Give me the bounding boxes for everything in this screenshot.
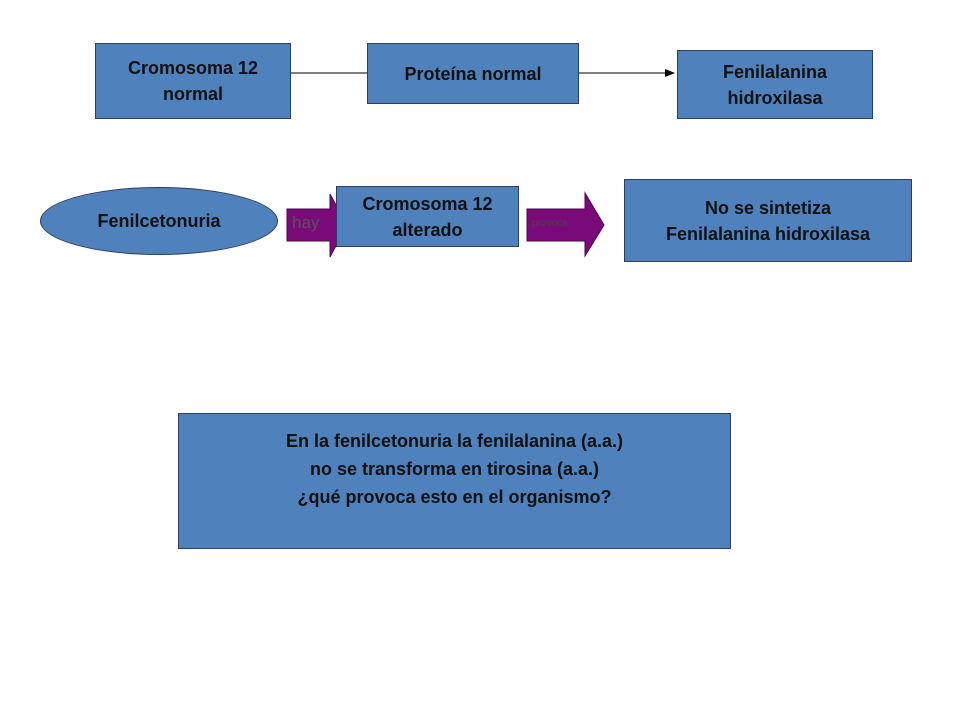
question-line2: no se transforma en tirosina (a.a.) [309, 459, 600, 479]
box-proteina-normal: Proteína normal [367, 43, 579, 104]
box-no-se-sintetiza: No se sintetiza Fenilalanina hidroxilasa [624, 179, 912, 262]
box-no-se-sintetiza-line2: Fenilalanina hidroxilasa [665, 223, 871, 244]
box-fenilalanina-line2: hidroxilasa [727, 87, 823, 108]
question-line3: ¿qué provoca esto en el organismo? [297, 487, 612, 507]
box-proteina-normal-label: Proteína normal [404, 63, 542, 84]
question-box: En la fenilcetonuria la fenilalanina (a.… [178, 413, 731, 549]
box-cromosoma-alterado-line1: Cromosoma 12 [362, 193, 493, 214]
box-cromosoma-normal-line2: normal [162, 84, 223, 104]
hay-arrow-label: hay [292, 213, 320, 232]
box-cromosoma-normal: Cromosoma 12 normal [95, 43, 291, 119]
question-line1: En la fenilcetonuria la fenilalanina (a.… [285, 431, 624, 451]
box-cromosoma-alterado-line2: alterado [392, 219, 463, 240]
provoca-block-arrow [526, 191, 605, 258]
box-fenilalanina-hidroxilasa: Fenilalanina hidroxilasa [677, 50, 873, 119]
box-cromosoma-alterado: Cromosoma 12 alterado [336, 186, 519, 247]
ellipse-fenilcetonuria-label: Fenilcetonuria [97, 210, 221, 231]
provoca-arrow-label: provoca [532, 218, 568, 229]
box-cromosoma-normal-line1: Cromosoma 12 [127, 58, 259, 78]
box-fenilalanina-line1: Fenilalanina [722, 61, 828, 82]
ellipse-fenilcetonuria: Fenilcetonuria [40, 187, 278, 255]
box-no-se-sintetiza-line1: No se sintetiza [704, 197, 832, 218]
